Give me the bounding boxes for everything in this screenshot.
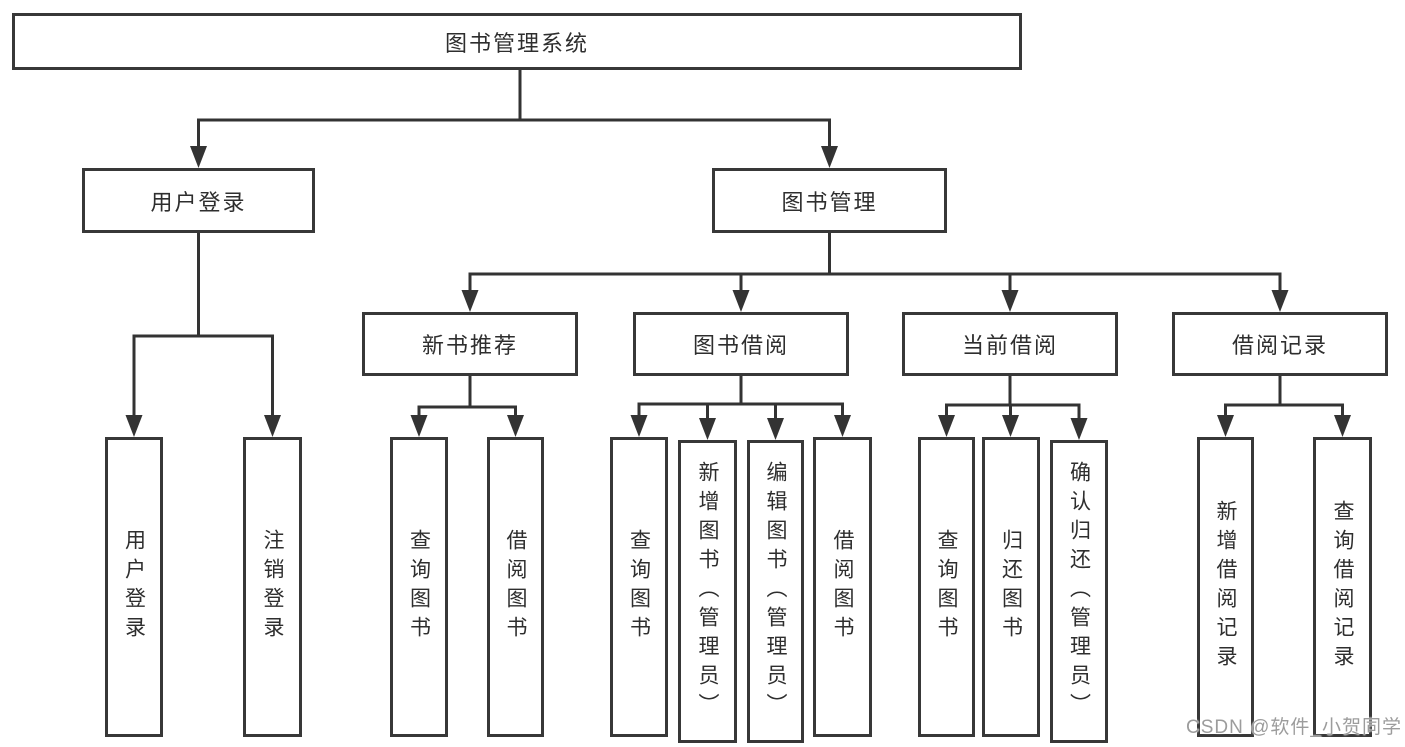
node-user-login-branch: 用户登录 [82, 168, 315, 233]
node-current-borrowing: 当前借阅 [902, 312, 1118, 376]
leaf-user-login: 用户登录 [105, 437, 163, 737]
csdn-watermark: CSDN @软件_小贺同学 [1186, 717, 1402, 738]
leaf-query-borrow-record: 查询借阅记录 [1313, 437, 1372, 737]
leaf-borrow-books-recommend: 借阅图书 [487, 437, 544, 737]
leaf-edit-books-admin: 编辑图书（管理员） [747, 440, 804, 743]
leaf-return-books: 归还图书 [982, 437, 1040, 737]
node-book-borrowing: 图书借阅 [633, 312, 849, 376]
node-root-system: 图书管理系统 [12, 13, 1022, 70]
leaf-query-books-recommend: 查询图书 [390, 437, 448, 737]
leaf-query-books-borrowing: 查询图书 [610, 437, 668, 737]
leaf-borrow-books-borrowing: 借阅图书 [813, 437, 872, 737]
leaf-add-books-admin: 新增图书（管理员） [678, 440, 737, 743]
node-borrowing-records: 借阅记录 [1172, 312, 1388, 376]
leaf-logout: 注销登录 [243, 437, 302, 737]
node-book-management-branch: 图书管理 [712, 168, 947, 233]
node-new-book-recommendation: 新书推荐 [362, 312, 578, 376]
leaf-confirm-return-admin: 确认归还（管理员） [1050, 440, 1108, 743]
leaf-query-books-current: 查询图书 [918, 437, 975, 737]
leaf-add-borrow-record: 新增借阅记录 [1197, 437, 1254, 737]
